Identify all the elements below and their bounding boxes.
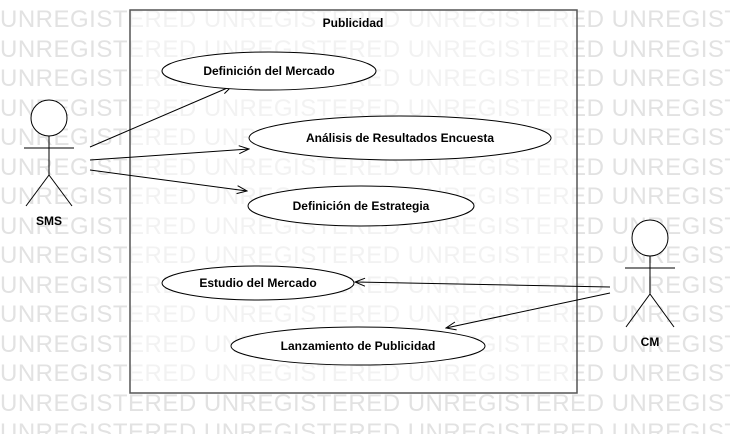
association-sms-definicion-mercado[interactable] (89, 86, 232, 148)
use-case-definicion-mercado[interactable]: Definición del Mercado (161, 51, 377, 91)
use-case-label: Definición de Estrategia (293, 199, 430, 213)
use-case-label: Definición del Mercado (203, 64, 334, 78)
actor-head (30, 99, 68, 137)
use-case-label: Análisis de Resultados Encuesta (306, 131, 494, 145)
actor-name: CM (641, 335, 660, 349)
use-case-estudio-mercado[interactable]: Estudio del Mercado (161, 265, 355, 301)
association-sms-analisis-resultados[interactable] (89, 149, 249, 161)
association-sms-definicion-estrategia[interactable] (89, 169, 247, 191)
actor-cm[interactable]: CM (625, 219, 675, 349)
use-case-label: Estudio del Mercado (199, 276, 316, 290)
use-case-definicion-estrategia[interactable]: Definición de Estrategia (247, 185, 475, 227)
use-case-label: Lanzamiento de Publicidad (281, 339, 436, 353)
actor-name: SMS (36, 214, 62, 228)
association-cm-estudio-mercado[interactable] (355, 282, 611, 288)
system-title: Publicidad (323, 16, 384, 30)
use-case-analisis-resultados-encuesta[interactable]: Análisis de Resultados Encuesta (248, 115, 552, 161)
actor-sms[interactable]: SMS (24, 99, 74, 228)
actor-head (631, 219, 669, 257)
use-case-lanzamiento-publicidad[interactable]: Lanzamiento de Publicidad (230, 326, 486, 366)
association-cm-lanzamiento-publicidad[interactable] (446, 292, 611, 328)
